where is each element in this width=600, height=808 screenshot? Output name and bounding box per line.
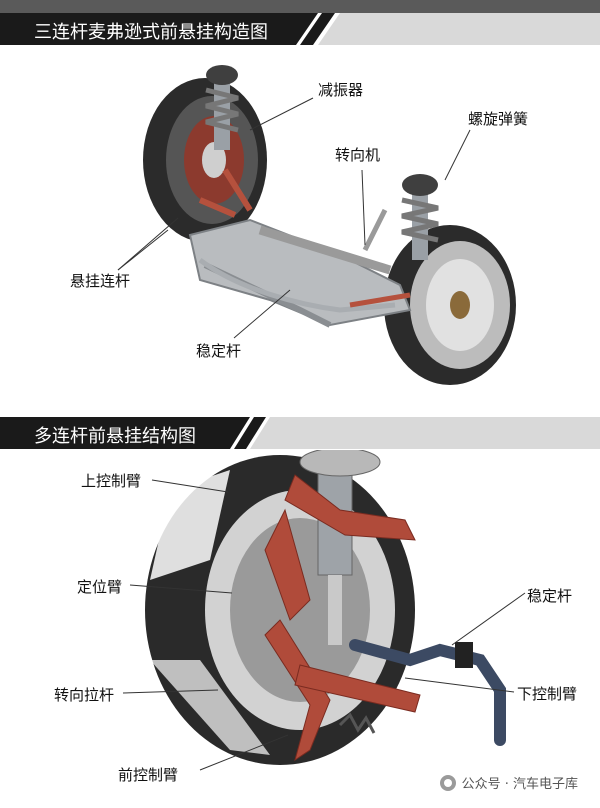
front-control-arm-label: 前控制臂 bbox=[118, 766, 179, 784]
control-arms bbox=[264, 474, 421, 762]
subframe bbox=[188, 168, 412, 328]
watermark-text: 公众号 · 汽车电子库 bbox=[461, 777, 578, 792]
steering-gear-label: 转向机 bbox=[335, 146, 381, 164]
top-bar bbox=[0, 0, 600, 13]
wechat-icon bbox=[439, 774, 456, 791]
multilink-suspension-illustration bbox=[122, 450, 526, 771]
tie-rod-label: 转向拉杆 bbox=[54, 686, 115, 704]
section1-title: 三连杆麦弗逊式前悬挂构造图 bbox=[34, 22, 268, 43]
locating-arm-label: 定位臂 bbox=[77, 578, 123, 596]
section1-leader-lines bbox=[117, 97, 471, 339]
right-strut bbox=[401, 174, 439, 260]
section1-banner: 三连杆麦弗逊式前悬挂构造图 bbox=[0, 13, 600, 45]
stabilizer-bar-label: 稳定杆 bbox=[196, 342, 242, 360]
macpherson-suspension-illustration bbox=[117, 65, 516, 385]
section2-title: 多连杆前悬挂结构图 bbox=[34, 426, 196, 447]
suspension-link-label: 悬挂连杆 bbox=[70, 272, 131, 290]
tire-cutaway bbox=[145, 455, 415, 765]
stabilizer-bar bbox=[349, 639, 506, 746]
banner-background bbox=[0, 13, 600, 45]
lower-control-arm-label: 下控制臂 bbox=[517, 685, 578, 703]
stabilizer-bar-label-2: 稳定杆 bbox=[527, 587, 573, 605]
shock-absorber-label: 减振器 bbox=[318, 81, 364, 99]
small-spring bbox=[338, 712, 376, 734]
watermark: 公众号 · 汽车电子库 bbox=[439, 773, 578, 792]
coil-spring-label: 螺旋弹簧 bbox=[468, 110, 529, 128]
left-wheel bbox=[143, 78, 267, 242]
right-wheel bbox=[384, 225, 516, 385]
banner-background bbox=[0, 417, 600, 449]
upper-control-arm-label: 上控制臂 bbox=[81, 472, 142, 490]
left-strut bbox=[205, 65, 239, 150]
section2-leader-lines bbox=[122, 479, 526, 771]
section2-banner: 多连杆前悬挂结构图 bbox=[0, 417, 600, 449]
